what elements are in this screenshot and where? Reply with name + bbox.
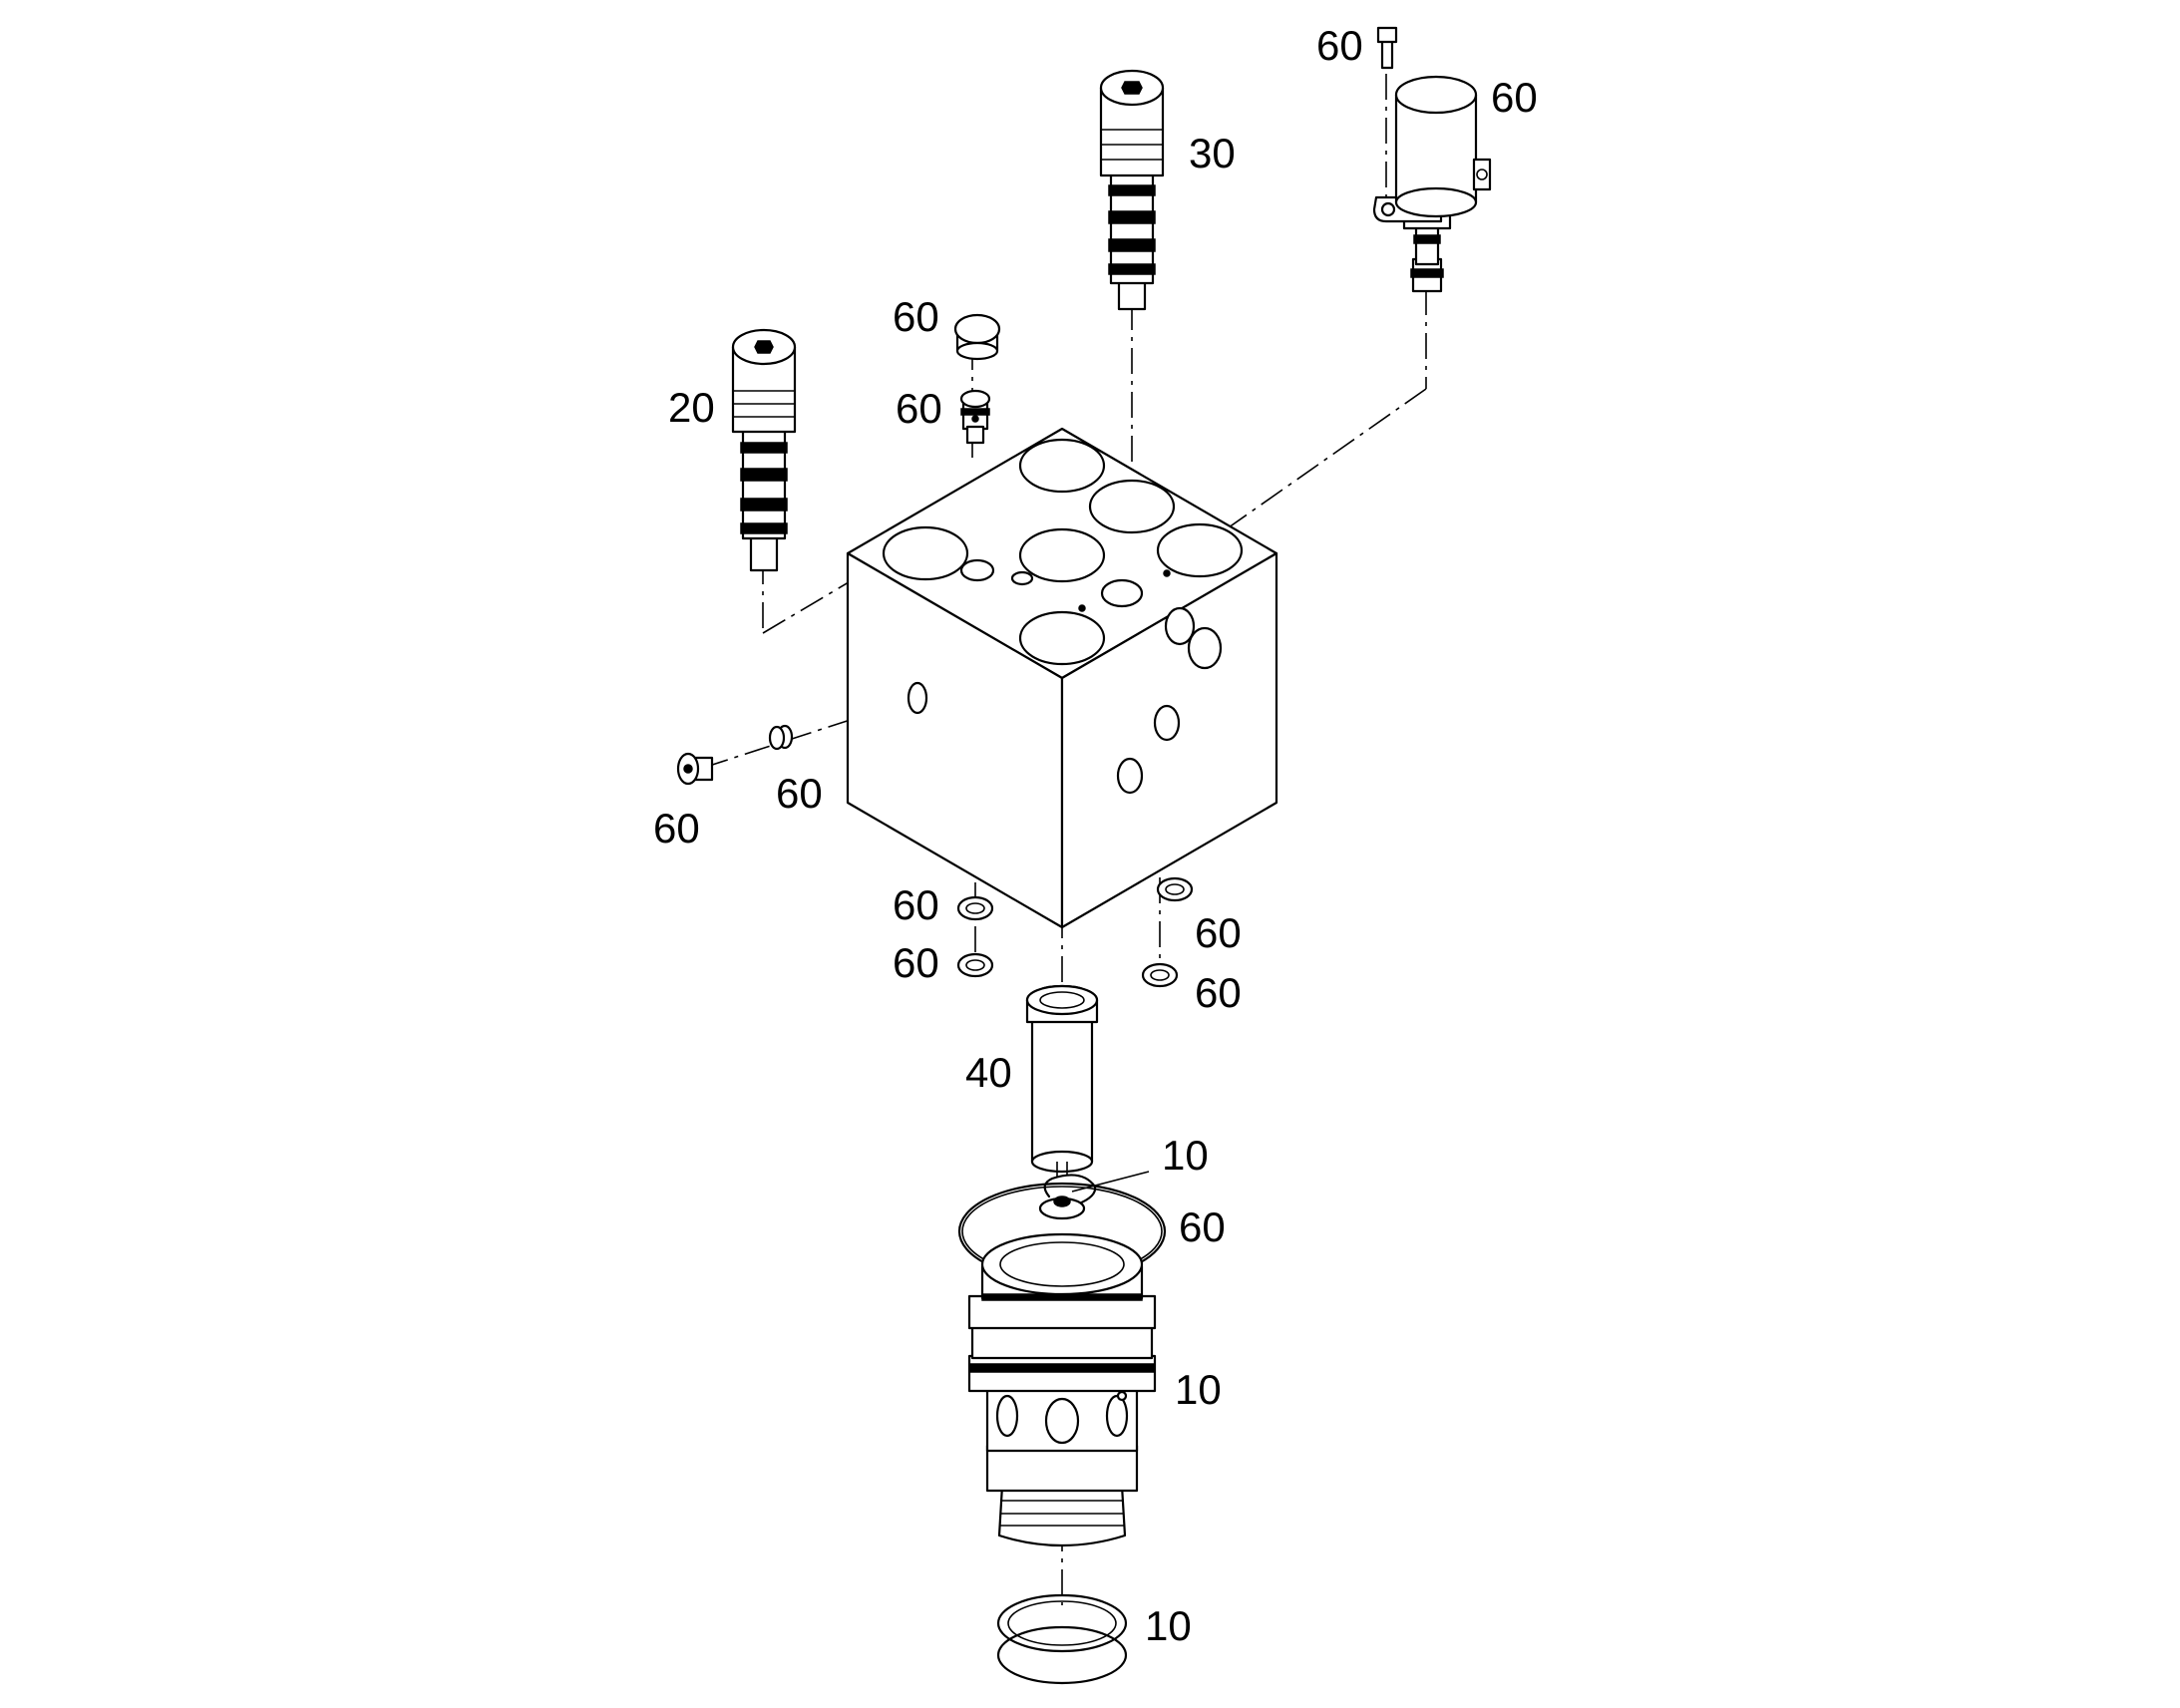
o-ring-bottom-right-lower [1141, 962, 1179, 988]
callout-label: 20 [668, 384, 715, 431]
callout-label: 60 [893, 939, 939, 986]
side-seal [768, 724, 794, 751]
callout-label: 60 [776, 770, 823, 817]
callout-labels: 60 60 30 60 20 60 60 60 60 60 60 60 60 4… [653, 22, 1538, 1649]
callout-label: 60 [896, 385, 942, 432]
callout-label: 60 [1195, 969, 1242, 1016]
callout-label: 40 [965, 1049, 1012, 1096]
callout-label: 60 [893, 293, 939, 340]
plug-upper [953, 313, 1001, 361]
callout-label: 10 [1145, 1602, 1192, 1649]
plug-lower [959, 389, 991, 445]
o-ring-bottom-right-upper [1156, 876, 1194, 902]
callout-label: 60 [653, 805, 700, 852]
callout-label: 60 [1195, 909, 1242, 956]
callout-label: 60 [893, 881, 939, 928]
valve-cartridge-30 [1099, 69, 1165, 311]
side-plug [676, 752, 714, 786]
valve-cartridge-20 [731, 328, 797, 572]
o-ring-bottom-left-upper [956, 895, 994, 921]
sleeve-40 [1025, 984, 1099, 1201]
retaining-ring [1038, 1174, 1097, 1220]
callout-label: 30 [1189, 130, 1236, 176]
main-cartridge-10 [967, 1232, 1157, 1547]
leader-lines [1071, 1171, 1150, 1193]
callout-label: 10 [1162, 1132, 1209, 1179]
solenoid-valve [1372, 26, 1492, 293]
callout-label: 60 [1491, 74, 1538, 121]
callout-label: 60 [1316, 22, 1363, 69]
callout-label: 60 [1179, 1203, 1226, 1250]
bottom-ring-10 [996, 1593, 1128, 1685]
o-ring-bottom-left-lower [956, 952, 994, 978]
callout-label: 10 [1175, 1366, 1222, 1413]
manifold-block [846, 427, 1278, 929]
